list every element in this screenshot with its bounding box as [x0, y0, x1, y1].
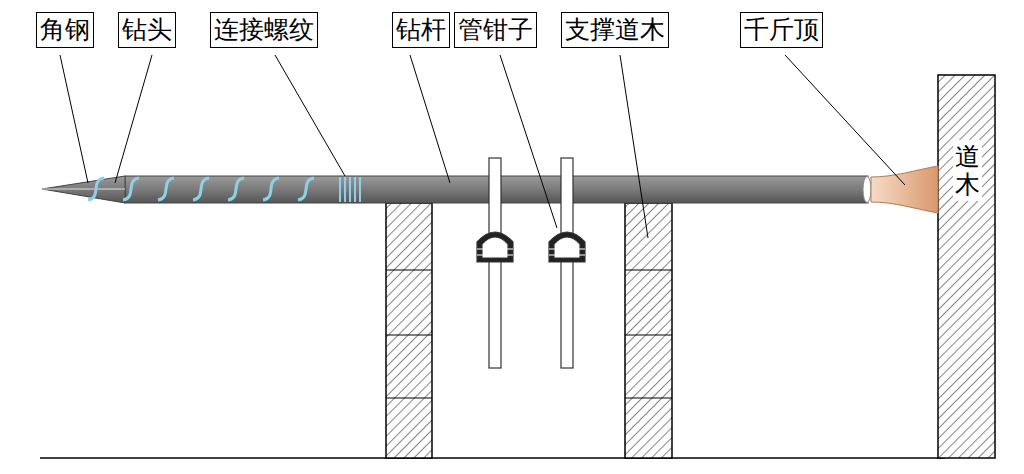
wall-timber — [938, 75, 995, 458]
part-name: 连接螺纹 — [214, 16, 314, 43]
leader-line — [60, 55, 905, 238]
part-label-box: 管钳子 — [454, 12, 537, 48]
part-label-box: 连接螺纹 — [210, 12, 318, 48]
jack — [871, 166, 938, 213]
timber-label: 道木 — [953, 140, 982, 201]
part-name: 角钢 — [40, 16, 90, 43]
part-name: 管钳子 — [458, 16, 533, 43]
spiral-flight — [88, 178, 314, 200]
angle-steel — [42, 189, 125, 190]
connection-thread — [340, 177, 360, 202]
part-label-box: 角钢 — [36, 12, 94, 48]
part-name: 钻杆 — [396, 16, 446, 43]
part-name: 钻头 — [122, 16, 172, 43]
part-label-box: 千斤顶 — [740, 12, 823, 48]
pipe-wrench — [477, 158, 585, 368]
jack-cap — [863, 177, 871, 203]
part-label-box: 钻头 — [118, 12, 176, 48]
ground-line — [40, 457, 945, 459]
part-label-box: 钻杆 — [392, 12, 450, 48]
part-name: 支撑道木 — [565, 16, 665, 43]
drill-bit — [42, 176, 125, 203]
part-name: 千斤顶 — [744, 16, 819, 43]
support-timber — [386, 203, 672, 458]
part-label-box: 支撑道木 — [561, 12, 669, 48]
